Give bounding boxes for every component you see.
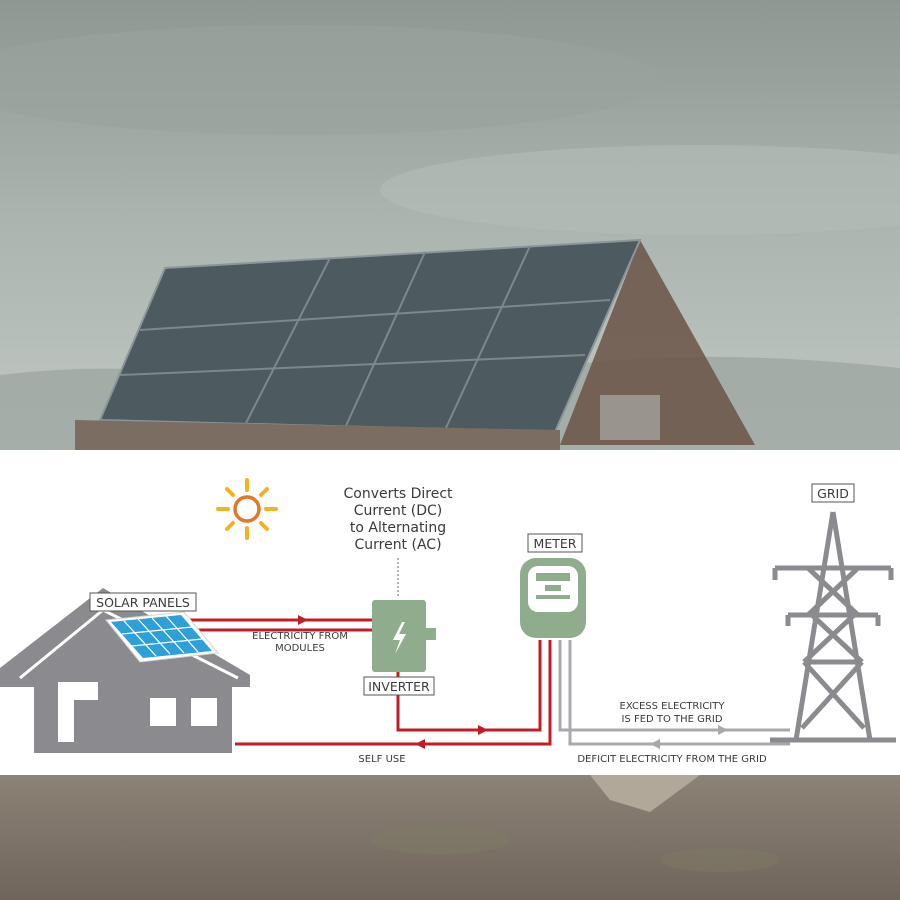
inverter-note-line3: to Alternating — [350, 520, 446, 536]
grid-label: GRID — [817, 486, 849, 501]
meter-label: METER — [534, 536, 577, 551]
inverter-label-box: INVERTER — [363, 676, 435, 696]
wire-self-use — [235, 640, 552, 749]
house-icon — [0, 588, 250, 753]
wire-inverter-to-meter — [396, 640, 542, 735]
flow-deficit-label: DEFICIT ELECTRICITY FROM THE GRID — [577, 754, 767, 765]
flow-excess-line1: EXCESS ELECTRICITY — [620, 701, 726, 712]
inverter-note-line2: Current (DC) — [354, 503, 443, 519]
flow-modules-line2: MODULES — [275, 643, 325, 654]
solar-panel-icon — [105, 611, 219, 663]
solar-panels-label: SOLAR PANELS — [96, 595, 190, 610]
flow-self-use-label: SELF USE — [358, 754, 405, 765]
grid-label-box: GRID — [811, 483, 855, 503]
wire-excess-to-grid — [558, 640, 790, 735]
lightning-bolt-icon — [372, 600, 436, 672]
inverter-note-line4: Current (AC) — [354, 537, 441, 553]
electric-meter-icon — [520, 558, 586, 638]
meter-label-box: METER — [527, 533, 583, 553]
solar-array-photo — [98, 238, 642, 434]
sun-icon — [216, 478, 278, 540]
inverter-label: INVERTER — [368, 679, 430, 694]
wire-modules-to-inverter — [185, 615, 372, 632]
solar-diagram: Converts Direct Current (DC) to Alternat… — [0, 478, 896, 765]
transmission-tower-icon — [770, 511, 896, 743]
flow-excess-line2: IS FED TO THE GRID — [621, 714, 722, 725]
flow-modules-line1: ELECTRICITY FROM — [252, 631, 348, 642]
inverter-note-line1: Converts Direct — [343, 486, 453, 502]
wire-deficit-from-grid — [568, 640, 790, 749]
solar-diagram-panel: Converts Direct Current (DC) to Alternat… — [0, 450, 900, 775]
solar-panels-label-box: SOLAR PANELS — [89, 592, 197, 612]
